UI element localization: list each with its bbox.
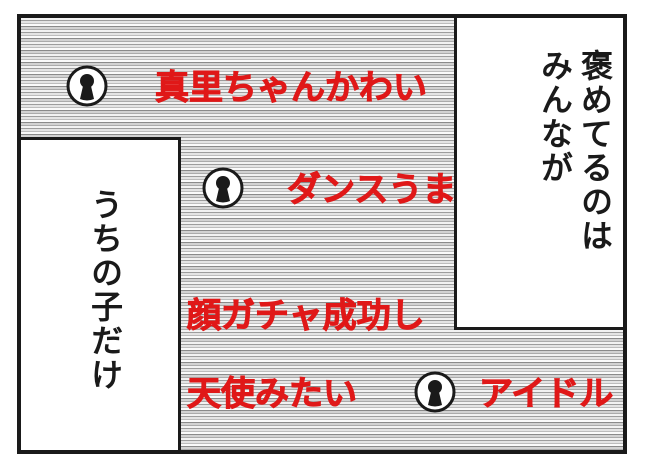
comic-panel: 真里ちゃんかわい ダンスうま 顔ガチャ成功し 天使みたい アイドル みんなが 褒…	[17, 14, 627, 454]
comment-text: ダンスうま	[286, 170, 457, 211]
caption-box-right: みんなが 褒めてるのは	[454, 18, 623, 330]
comment-text: 真里ちゃんかわい	[155, 68, 428, 109]
caption-box-left: うちの子だけ	[21, 137, 181, 450]
caption-line: みんなが	[536, 49, 574, 185]
anonymous-user-icon	[66, 65, 108, 107]
comment-text: 顔ガチャ成功し	[187, 296, 426, 337]
anonymous-user-icon	[414, 371, 456, 413]
caption-line: 褒めてるのは	[576, 49, 614, 253]
caption-line: うちの子だけ	[86, 188, 124, 392]
comment-text: 天使みたい	[187, 374, 358, 415]
comment-text: アイドル	[478, 374, 614, 415]
anonymous-user-icon	[202, 167, 244, 209]
